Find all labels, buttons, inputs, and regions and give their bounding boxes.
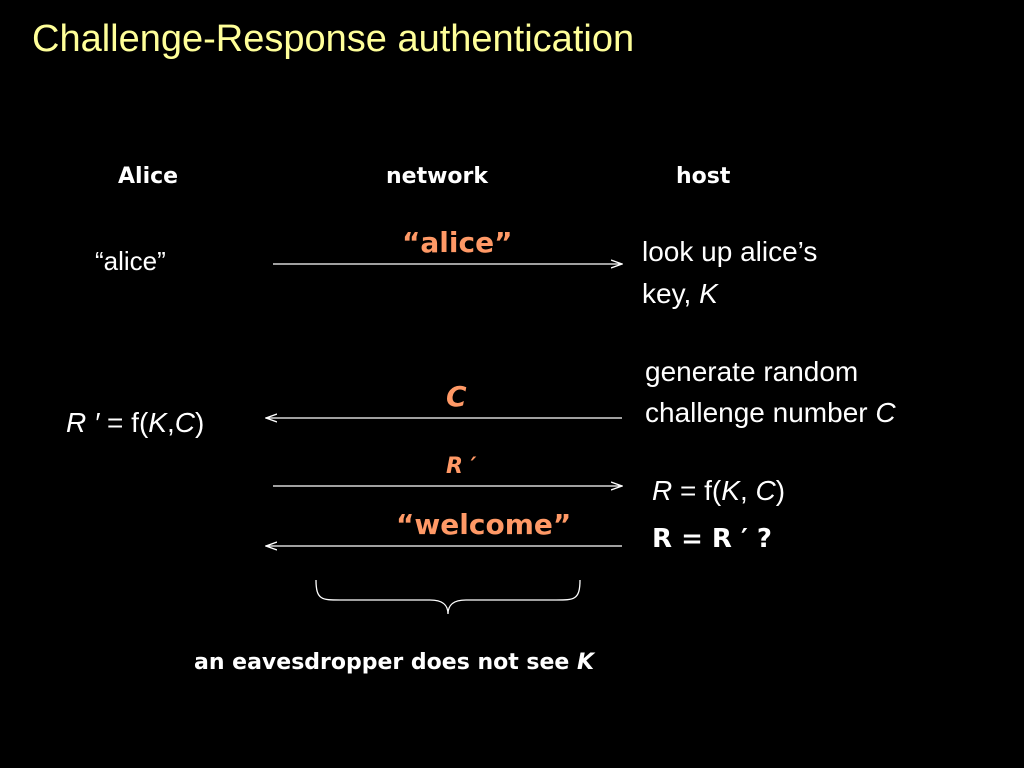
host-lookup-line2: key, K xyxy=(642,273,718,315)
host-compute-r-var: R xyxy=(652,475,673,506)
host-compute-close: ) xyxy=(775,475,786,506)
slide-title: Challenge-Response authentication xyxy=(32,18,635,60)
network-msg-challenge: C xyxy=(446,380,467,413)
host-compare: R = R ′ ? xyxy=(652,524,772,554)
host-compute-c: C xyxy=(755,475,776,506)
alice-response-eq: = f( xyxy=(99,407,149,438)
alice-response-lhs: R ′ xyxy=(66,407,100,438)
network-msg-alice: “alice” xyxy=(402,226,513,259)
host-lookup-k: K xyxy=(699,278,718,309)
host-compute-r: R = f(K, C) xyxy=(652,470,785,512)
column-header-network: network xyxy=(386,164,489,189)
column-header-host: host xyxy=(676,164,731,189)
network-msg-welcome: “welcome” xyxy=(396,508,572,541)
host-gen-prefix: challenge number xyxy=(645,397,876,428)
host-lookup-line1: look up alice’s xyxy=(642,236,818,267)
alice-name-text: “alice” xyxy=(95,246,166,276)
network-msg-response: R ′ xyxy=(446,454,477,479)
host-compute-eq: = f( xyxy=(672,475,722,506)
host-gen-line2: challenge number C xyxy=(645,392,896,434)
alice-response-formula: R ′ = f(K,C) xyxy=(66,402,204,444)
eavesdropper-note: an eavesdropper does not see K xyxy=(194,650,594,675)
alice-response-c: C xyxy=(174,407,195,438)
eavesdropper-k: K xyxy=(577,650,595,675)
brace xyxy=(315,579,581,615)
host-gen-line1: generate random xyxy=(645,356,859,387)
column-header-alice: Alice xyxy=(118,164,179,189)
host-compute-sep: , xyxy=(739,475,756,506)
host-lookup-prefix: key, xyxy=(642,278,700,309)
host-gen-c: C xyxy=(875,397,896,428)
alice-response-comma: , xyxy=(166,407,175,438)
alice-response-close: ) xyxy=(194,407,205,438)
alice-response-k: K xyxy=(148,407,167,438)
eavesdropper-prefix: an eavesdropper does not see xyxy=(194,650,578,675)
host-compute-k: K xyxy=(721,475,740,506)
